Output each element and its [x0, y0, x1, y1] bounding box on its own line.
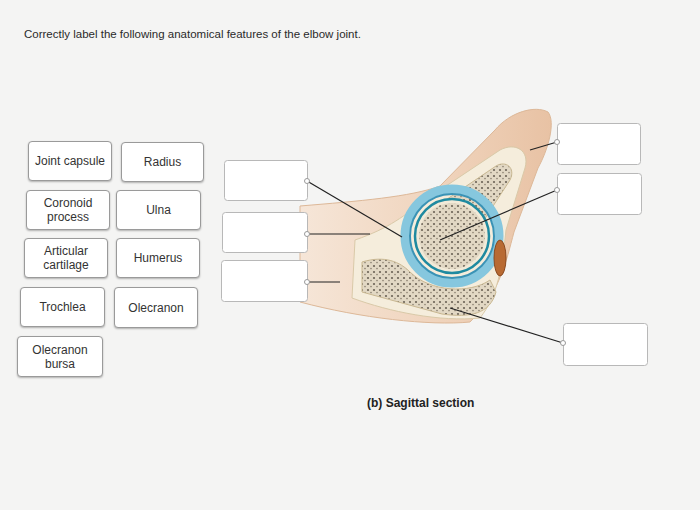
- bone-section: [352, 147, 526, 319]
- tile-label: Olecranon: [128, 301, 183, 315]
- leader-dot: [561, 341, 566, 346]
- figure-caption: (b) Sagittal section: [367, 396, 474, 410]
- word-bank-tile: Joint capsule: [28, 141, 112, 181]
- articular-cartilage: [415, 199, 489, 273]
- word-bank-tile: Olecranon bursa: [17, 336, 103, 377]
- tile-label: Joint capsule: [35, 154, 105, 168]
- tile-label: Radius: [144, 155, 181, 169]
- answer-box: [222, 261, 308, 302]
- leader-dot: [555, 140, 560, 145]
- arm-outline: [300, 109, 551, 323]
- tile-label: Humerus: [134, 251, 183, 265]
- leader-line: [307, 181, 402, 237]
- joint-capsule: [405, 189, 499, 283]
- leader-dot: [305, 179, 310, 184]
- tile-label: Trochlea: [39, 300, 85, 314]
- tile-label: Olecranon bursa: [22, 343, 98, 371]
- olecranon-bursa: [494, 240, 506, 276]
- word-bank-tile: Trochlea: [20, 287, 105, 327]
- leader-dot: [305, 232, 310, 237]
- word-bank-tile: Radius: [121, 142, 204, 182]
- trochlea-surface: [414, 198, 490, 274]
- tile-label: Articular cartilage: [29, 244, 103, 272]
- leader-line: [450, 308, 563, 343]
- answer-box: [558, 124, 641, 165]
- answer-box: [223, 213, 308, 253]
- leader-dot: [305, 280, 310, 285]
- word-bank-tile: Articular cartilage: [24, 238, 108, 278]
- word-bank-tile: Humerus: [116, 238, 200, 278]
- answer-box: [225, 161, 308, 201]
- word-bank-tile: Coronoid process: [26, 190, 110, 230]
- leader-line: [440, 190, 557, 240]
- ulna-bone: [362, 259, 496, 315]
- question-title: Correctly label the following anatomical…: [24, 28, 361, 40]
- leader-line: [307, 233, 370, 234]
- tile-label: Coronoid process: [31, 196, 105, 224]
- leader-dot: [555, 188, 560, 193]
- word-bank-tile: Olecranon: [114, 287, 198, 328]
- answer-box: [558, 174, 642, 215]
- trochlea-spongy: [419, 203, 485, 269]
- leader-line: [307, 281, 340, 282]
- tile-label: Ulna: [146, 203, 171, 217]
- leader-line: [530, 142, 557, 150]
- word-bank-tile: Ulna: [116, 190, 201, 230]
- synovial-cavity: [410, 194, 494, 278]
- answer-box: [564, 324, 648, 366]
